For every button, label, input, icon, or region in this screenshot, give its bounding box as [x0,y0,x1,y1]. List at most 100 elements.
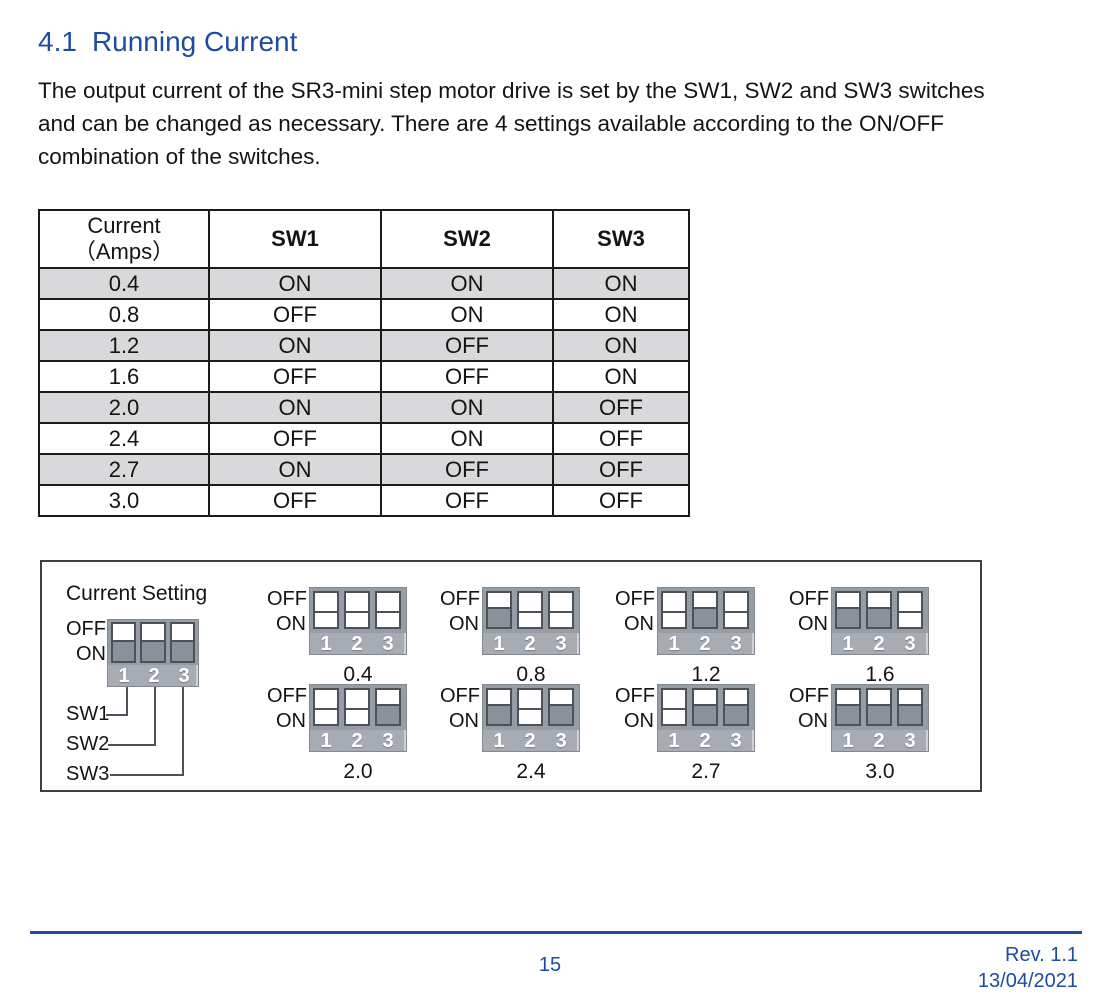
sw3-label: SW3 [66,763,110,785]
intro-line: The output current of the SR3-mini step … [38,78,985,103]
on-label: ON [624,710,654,732]
dip-number: 2 [351,632,363,655]
dip-slot-1 [661,688,687,726]
table-header-row: Current （Amps） SW1 SW2 SW3 [38,209,690,269]
dip-number: 3 [555,632,567,655]
table-cell: ON [208,329,382,362]
dip-slot-1 [835,591,861,629]
on-label: ON [276,613,306,635]
on-label: ON [449,613,479,635]
dip-number: 1 [118,665,130,687]
dip-slot-1 [313,688,339,726]
dip-number: 3 [178,665,190,687]
dip-slot-3 [897,591,923,629]
off-label: OFF [615,588,655,610]
table-cell: 2.7 [38,453,210,486]
dip-slot-2 [517,591,543,629]
revision-date: 13/04/2021 [977,970,1078,992]
dip-slot-1 [486,591,512,629]
dip-number: 3 [904,729,916,752]
table-cell: ON [380,298,554,331]
dip-slot-1 [111,622,137,663]
dip-slot-2 [344,591,370,629]
dip-slot-2 [866,688,892,726]
table-cell: OFF [380,453,554,486]
legend-on-label: ON [76,643,106,665]
dip-value-label: 2.7 [691,760,721,783]
dip-number: 1 [320,632,332,655]
on-label: ON [624,613,654,635]
table-cell: 3.0 [38,484,210,517]
footer-rule [30,931,1082,934]
table-cell: ON [380,267,554,300]
dip-number: 2 [524,729,536,752]
revision-block: Rev. 1.1 13/04/2021 [978,942,1078,994]
dip-slot-3 [723,591,749,629]
off-label: OFF [267,685,307,707]
on-label: ON [276,710,306,732]
dip-slot-3 [169,622,195,663]
dip-number: 3 [730,729,742,752]
dip-number: 3 [555,729,567,752]
sw1-label: SW1 [66,703,110,725]
leader-line-sw3 [182,687,184,776]
dip-switch-legend-graphic: 1 2 3 [107,619,199,687]
revision-label: Rev. 1.1 [1005,944,1078,966]
table-cell: ON [380,422,554,455]
dip-value-label: 2.4 [516,760,546,783]
dip-number: 1 [493,632,505,655]
table-cell: ON [208,267,382,300]
table-cell: OFF [208,360,382,393]
leader-line-sw1 [106,714,128,716]
dip-number: 2 [699,632,711,655]
table-cell: ON [552,298,690,331]
dip-value-label: 1.2 [691,663,721,686]
dip-slot-2 [866,591,892,629]
table-cell: OFF [380,329,554,362]
dip-number: 1 [493,729,505,752]
table-cell: 2.4 [38,422,210,455]
table-cell: ON [552,360,690,393]
dip-slot-3 [375,688,401,726]
table-cell: 0.4 [38,267,210,300]
leader-line-sw1 [126,687,128,716]
dip-slot-2 [140,622,166,663]
dip-slot-1 [835,688,861,726]
dip-slot-2 [517,688,543,726]
off-label: OFF [267,588,307,610]
dip-slot-3 [375,591,401,629]
dip-slot-1 [486,688,512,726]
legend-title: Current Setting [66,582,208,605]
dip-number: 2 [699,729,711,752]
dip-value-label: 2.0 [343,760,373,783]
dip-number: 1 [668,632,680,655]
dip-value-label: 0.8 [516,663,546,686]
dip-number: 1 [842,632,854,655]
table-cell: OFF [552,484,690,517]
table-cell: 1.2 [38,329,210,362]
table-cell: ON [208,391,382,424]
dip-slot-3 [548,688,574,726]
dip-slot-2 [692,591,718,629]
dip-number: 3 [382,729,394,752]
leader-line-sw2 [154,687,156,746]
section-title: Running Current [91,26,298,57]
table-cell: OFF [552,422,690,455]
page-number: 15 [538,954,562,976]
dip-value-label: 3.0 [865,760,895,783]
on-label: ON [798,710,828,732]
